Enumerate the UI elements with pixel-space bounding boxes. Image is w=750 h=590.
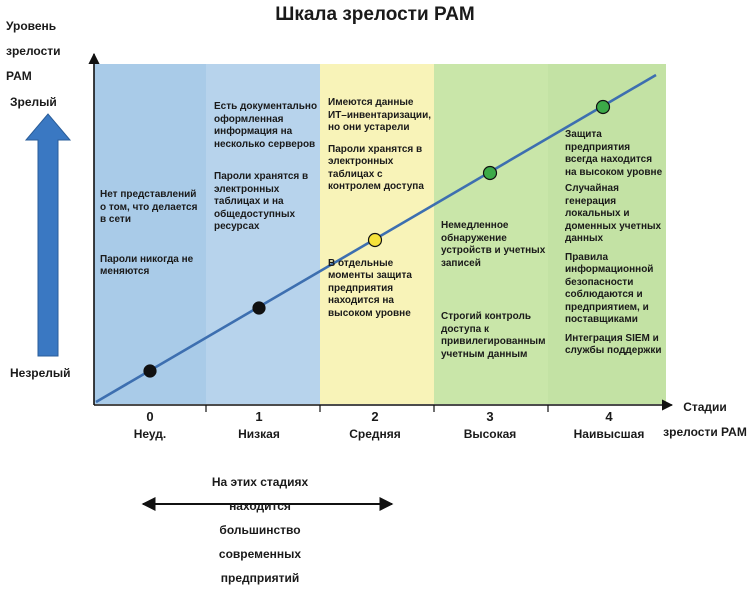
stage-point-1 [252,301,266,315]
note-line: находится большинство [219,499,301,537]
stage-paragraph: Нет представлений о том, что делается в … [100,189,198,225]
stage-point-2 [367,232,383,248]
x-axis-label: Стадии зрелости PAM [662,395,748,445]
stage-text-1: Есть документально оформленная информаци… [214,101,318,234]
majority-note: На этих стадиях находится большинство со… [200,470,320,590]
stage-paragraph: Немедленное обнаружение устройств и учет… [441,220,546,269]
diagram-title: Шкала зрелости PAM [275,4,475,25]
diagram-graphics [24,52,674,511]
stage-point-0 [143,364,157,378]
stage-paragraph: Пароли никогда не меняются [100,253,194,278]
stage-band-4 [548,64,666,404]
stage-paragraph: Правила информационной безопасности собл… [565,251,654,326]
stage-paragraph: Имеются данные ИТ–инвентаризации, но они… [328,97,431,133]
stage-paragraph: Пароли хранятся в электронных таблицах с… [328,143,424,193]
stage-number: 4 [605,409,613,424]
stage-name: Средняя [349,427,401,441]
x-axis-label-line: Стадии [683,400,727,414]
stage-band-1 [206,64,320,404]
stage-paragraph: Защита предприятия всегда находится на в… [565,129,663,178]
stage-number: 1 [255,409,263,424]
stage-paragraph: Пароли хранятся в электронных таблицах и… [214,171,309,232]
stage-number: 3 [486,409,494,424]
stage-text-4: Защита предприятия всегда находится на в… [565,129,665,358]
mature-label: Зрелый [10,95,57,109]
y-axis-label-line: PAM [6,69,32,83]
stage-name: Низкая [238,427,280,441]
stage-paragraph: Случайная генерация локальных и доменных… [565,183,662,244]
note-line: На этих стадиях [211,475,309,489]
stage-text-0: Нет представлений о том, что делается в … [100,189,204,279]
maturity-up-arrow-icon [24,113,72,357]
y-axis-label: Уровень зрелости PAM [6,14,66,89]
stage-paragraph: Есть документально оформленная информаци… [214,101,318,150]
note-line: современных [218,547,302,561]
stage-point-3 [482,165,498,181]
stage-number: 2 [371,409,379,424]
stage-band-3 [434,64,548,404]
note-line: предприятий [220,571,300,585]
y-axis-label-line: зрелости [6,44,61,58]
stage-point-4 [595,99,611,115]
immature-label: Незрелый [10,366,71,380]
stage-name: Высокая [463,427,517,441]
stage-name: Неуд. [133,427,167,441]
x-axis-label-line: зрелости PAM [663,425,747,439]
stage-text-2: Имеются данные ИТ–инвентаризации, но они… [328,97,432,320]
stage-text-3: Немедленное обнаружение устройств и учет… [441,220,547,361]
stage-number: 0 [146,409,154,424]
stage-name: Наивысшая [573,427,645,441]
y-axis-label-line: Уровень [6,19,57,33]
pam-maturity-diagram: Шкала зрелости PAM Уровень зрелости PAM … [6,4,748,585]
stage-paragraph: В отдельные моменты защита предприятия н… [328,257,412,319]
stage-paragraph: Строгий контроль доступа к привилегирова… [441,311,546,360]
stage-paragraph: Интеграция SIEM и службы поддержки [565,332,662,357]
